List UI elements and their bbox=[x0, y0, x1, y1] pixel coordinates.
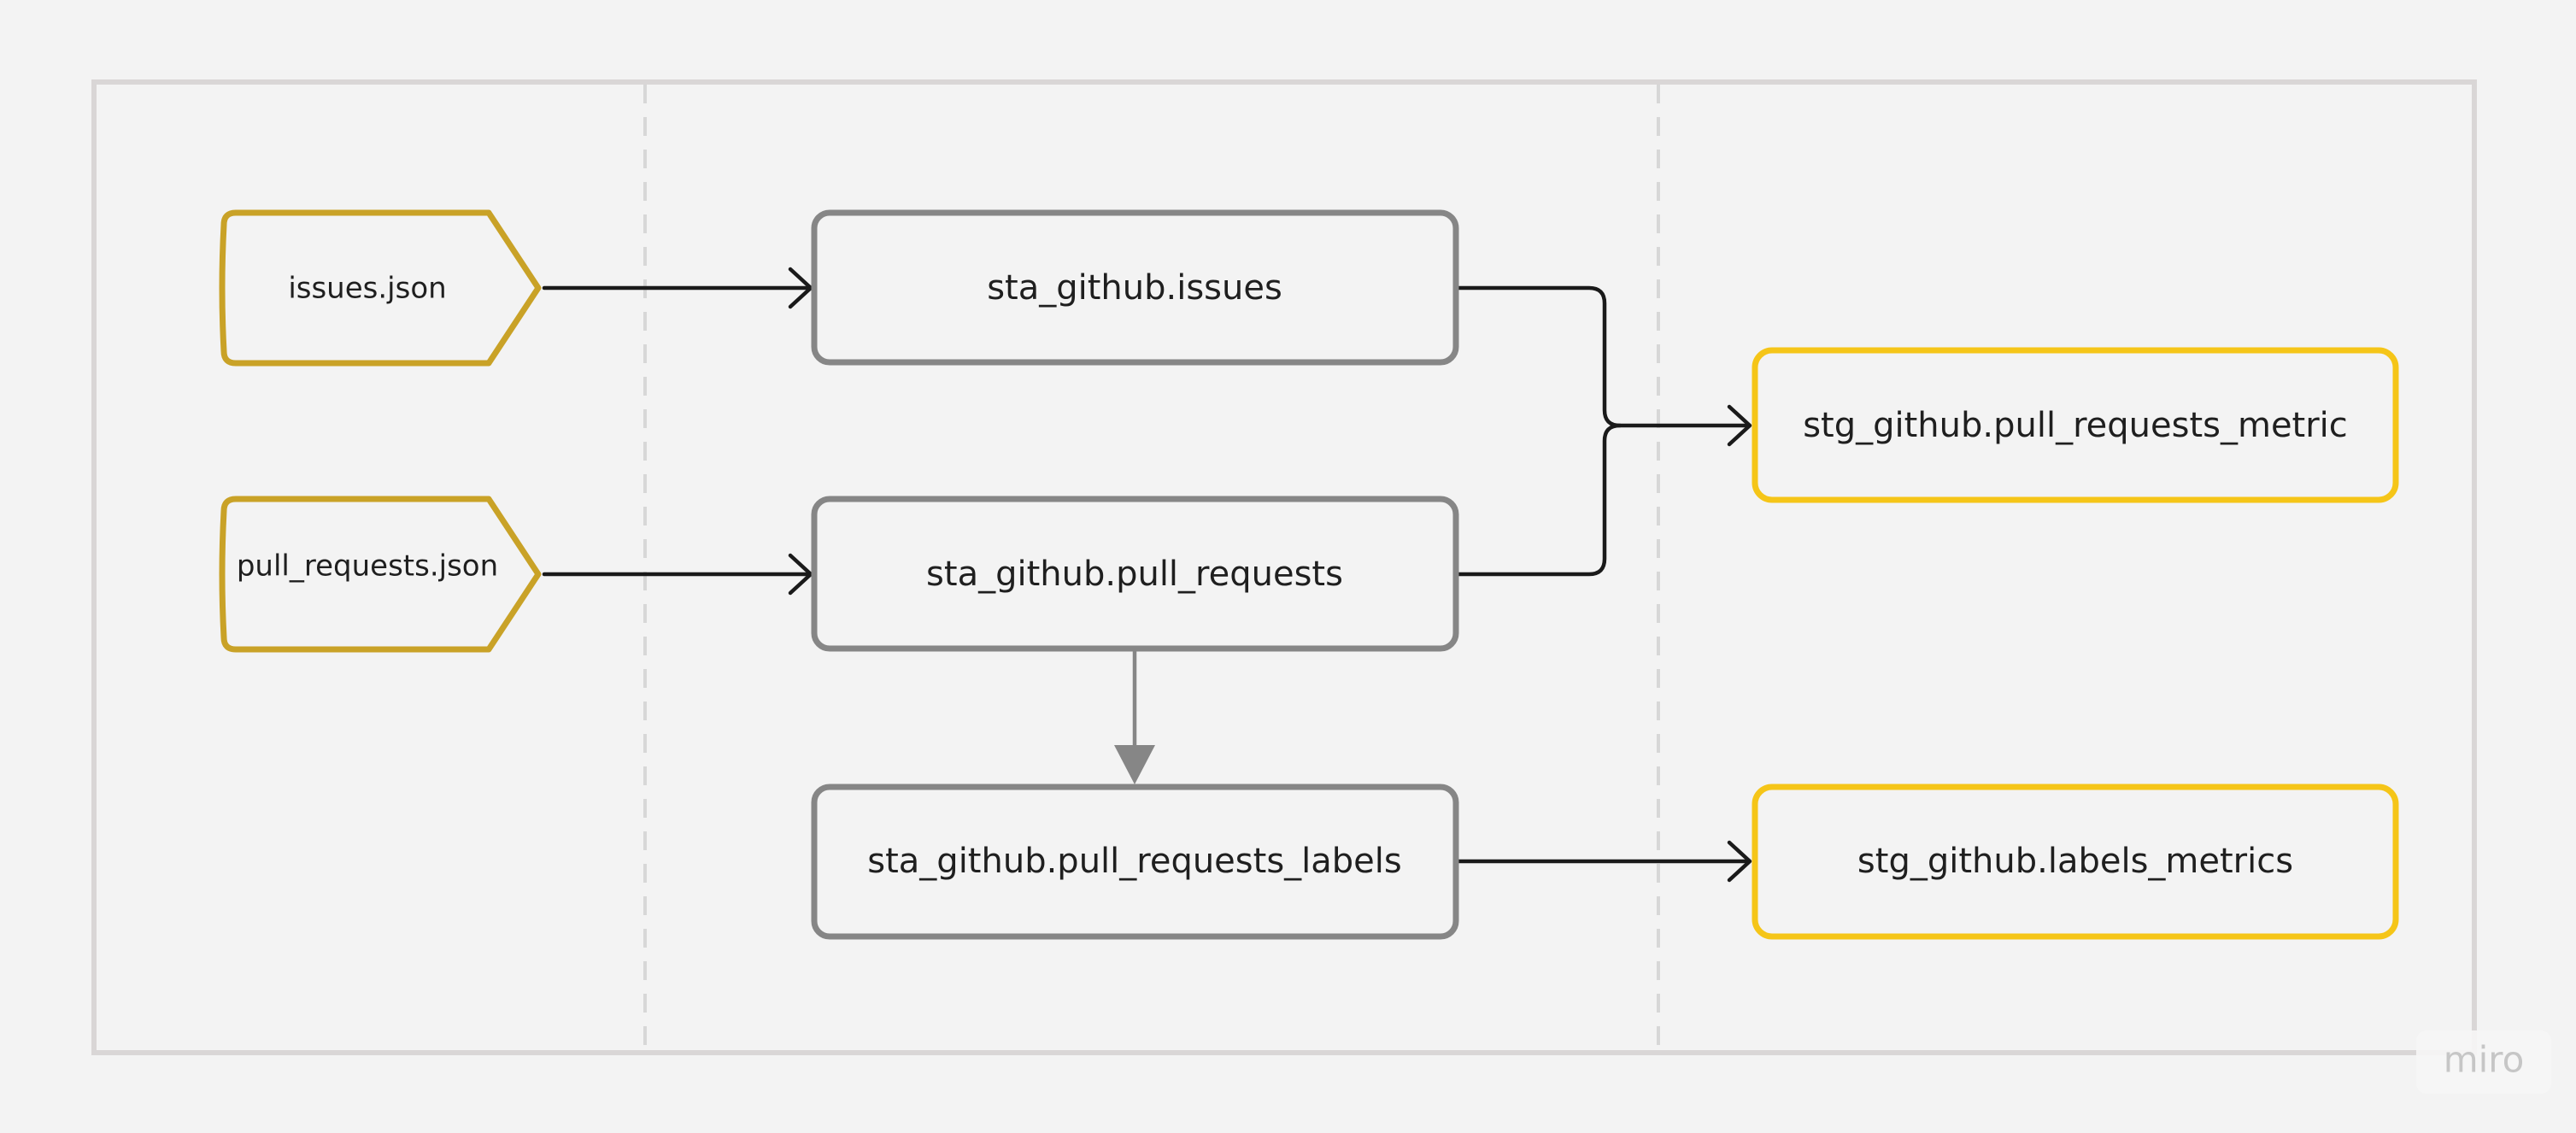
staging-label-pull-requests: sta_github.pull_requests bbox=[926, 555, 1343, 594]
source-shape-pull-requests bbox=[219, 496, 542, 653]
arrowhead-pull-requests bbox=[788, 553, 813, 596]
output-box-labels-metrics bbox=[1752, 784, 2399, 940]
output-label-labels-metrics: stg_github.labels_metrics bbox=[1857, 842, 2293, 881]
output-label-pull-requests-metric: stg_github.pull_requests_metric bbox=[1803, 406, 2348, 445]
staging-box-pull-requests-labels bbox=[811, 784, 1459, 940]
arrowhead-labels-metrics bbox=[1727, 840, 1752, 883]
staging-label-issues: sta_github.issues bbox=[987, 268, 1282, 308]
source-node-pull-requests-json[interactable]: pull_requests.json bbox=[219, 496, 542, 653]
connector-pull-requests-to-pr-metric bbox=[1453, 423, 1622, 577]
watermark-background bbox=[2416, 1030, 2551, 1094]
output-box-pull-requests-metric bbox=[1752, 347, 2399, 503]
source-label-pull-requests: pull_requests.json bbox=[237, 549, 498, 584]
staging-box-issues bbox=[811, 209, 1459, 366]
output-node-pull-requests-metric[interactable]: stg_github.pull_requests_metric bbox=[1752, 347, 2399, 503]
staging-node-pull-requests-labels[interactable]: sta_github.pull_requests_labels bbox=[811, 784, 1459, 940]
source-shape-issues bbox=[219, 209, 542, 367]
staging-box-pull-requests bbox=[811, 496, 1459, 652]
miro-watermark: miro bbox=[2416, 1030, 2551, 1094]
dependency-arrowhead bbox=[1114, 745, 1155, 784]
staging-node-pull-requests[interactable]: sta_github.pull_requests bbox=[811, 496, 1459, 652]
staging-node-issues[interactable]: sta_github.issues bbox=[811, 209, 1459, 366]
diagram-frame bbox=[91, 79, 2477, 1055]
output-node-labels-metrics[interactable]: stg_github.labels_metrics bbox=[1752, 784, 2399, 940]
watermark-label: miro bbox=[2444, 1039, 2525, 1081]
arrowhead-issues bbox=[788, 267, 813, 309]
staging-label-pull-requests-labels: sta_github.pull_requests_labels bbox=[867, 842, 1401, 881]
arrowhead-pr-metric bbox=[1727, 404, 1752, 447]
connectors bbox=[542, 267, 1752, 883]
source-label-issues: issues.json bbox=[288, 272, 446, 306]
source-node-issues-json[interactable]: issues.json bbox=[219, 209, 542, 367]
